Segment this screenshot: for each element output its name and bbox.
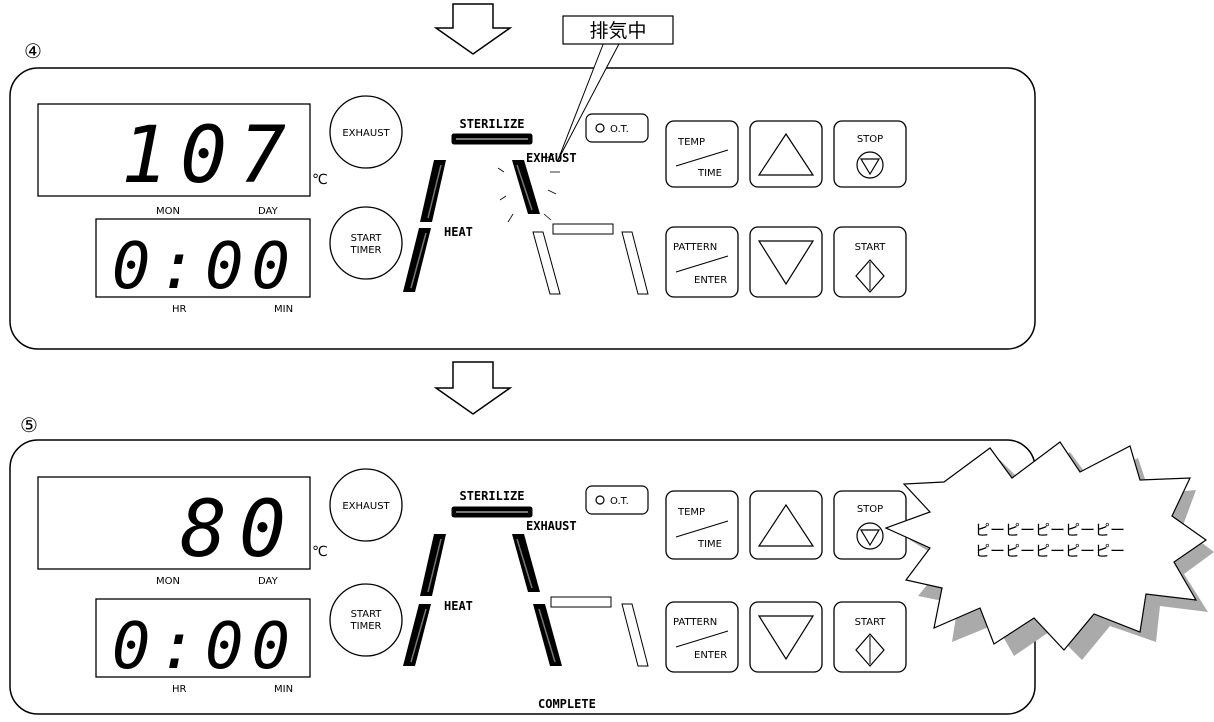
stop-triangle-icon	[859, 529, 881, 547]
complete-indicator-off	[550, 596, 612, 608]
beep-line-2: ピーピーピーピーピー	[975, 542, 1125, 560]
stop-label: STOP	[857, 134, 883, 145]
callout-box	[562, 15, 674, 45]
down-triangle-icon	[757, 240, 815, 286]
heat-indicator-upper	[420, 160, 446, 222]
date-label-day: DAY	[258, 576, 279, 587]
pattern-enter-label-bottom: ENTER	[694, 275, 727, 286]
start-timer-button[interactable]	[329, 583, 403, 657]
time-label-hr: HR	[172, 684, 187, 695]
temp-time-label-bottom: TIME	[697, 539, 722, 550]
complete-indicator-right-off	[621, 603, 649, 667]
exhaust-indicator-lower-off	[532, 231, 561, 295]
step-number: ⑤	[20, 413, 38, 437]
exhaust-button-label: EXHAUST	[342, 501, 390, 512]
timer-display	[95, 218, 311, 298]
step-5-panel: ⑤ 80 ℃ MON DAY 0:00 HR MIN EXHAUST START…	[9, 413, 1214, 715]
ot-label: O.T.	[610, 124, 629, 135]
beep-line-1: ピーピーピーピーピー	[975, 521, 1125, 539]
phase-label-sterilize: STERILIZE	[459, 489, 524, 503]
phase-label-heat: HEAT	[444, 225, 473, 239]
date-label-mon: MON	[156, 576, 180, 587]
ot-lamp-icon	[595, 495, 605, 505]
ot-indicator	[585, 113, 649, 143]
exhaust-button[interactable]	[329, 468, 403, 542]
temp-time-button[interactable]	[665, 490, 739, 560]
exhaust-indicator-upper	[512, 160, 540, 214]
exhaust-button-label: EXHAUST	[342, 128, 390, 139]
phase-label-sterilize: STERILIZE	[459, 117, 524, 131]
start-label: START	[855, 617, 887, 628]
heat-indicator-lower	[403, 604, 431, 666]
temperature-value: 80	[180, 485, 298, 575]
exhaust-indicator-upper	[512, 534, 540, 592]
start-label: START	[855, 242, 887, 253]
exhaust-button[interactable]	[329, 95, 403, 169]
date-label-mon: MON	[156, 206, 180, 217]
temperature-value: 107	[121, 111, 298, 201]
temperature-unit: ℃	[312, 544, 328, 560]
ot-indicator	[585, 485, 649, 515]
temp-time-label-bottom: TIME	[697, 168, 722, 179]
temperature-display	[37, 103, 311, 197]
ot-lamp-icon	[595, 123, 605, 133]
callout-text: 排気中	[589, 20, 646, 42]
timer-value: 0:00	[112, 230, 298, 304]
temperature-unit: ℃	[312, 172, 328, 188]
heat-indicator-lower	[403, 228, 431, 292]
pattern-enter-button[interactable]	[665, 226, 739, 298]
pattern-enter-label-bottom: ENTER	[694, 650, 727, 661]
start-timer-label-2: TIMER	[350, 245, 382, 256]
temp-time-button[interactable]	[665, 120, 739, 188]
down-arrow-icon	[433, 3, 513, 55]
time-label-min: MIN	[274, 304, 293, 315]
timer-display	[95, 598, 311, 678]
complete-indicator-off	[552, 223, 614, 235]
down-arrow-icon	[433, 361, 513, 415]
blink-rays	[497, 153, 560, 223]
callout-pointer	[557, 41, 621, 161]
phase-label-exhaust: EXHAUST	[526, 519, 577, 533]
pattern-enter-button[interactable]	[665, 601, 739, 673]
up-triangle-icon	[757, 132, 815, 176]
pattern-enter-label-top: PATTERN	[673, 617, 717, 628]
complete-indicator-right-off	[621, 231, 649, 295]
stop-label: STOP	[857, 504, 883, 515]
timer-value: 0:00	[112, 610, 298, 684]
phase-label-exhaust: EXHAUST	[526, 151, 577, 165]
temperature-display	[37, 476, 311, 570]
up-triangle-icon	[757, 503, 815, 547]
phase-label-heat: HEAT	[444, 599, 473, 613]
temp-time-label-top: TEMP	[677, 137, 705, 148]
start-timer-button[interactable]	[329, 206, 403, 280]
ot-label: O.T.	[610, 496, 629, 507]
temp-time-label-top: TEMP	[677, 507, 705, 518]
time-label-hr: HR	[172, 304, 187, 315]
date-label-day: DAY	[258, 206, 279, 217]
heat-indicator-upper	[420, 534, 446, 596]
down-triangle-icon	[757, 615, 815, 661]
start-timer-label-2: TIMER	[350, 621, 382, 632]
step-4-panel: ④ 排気中 107 ℃ MON DAY 0:00 HR MIN EXHAUST …	[9, 15, 1036, 350]
beep-burst	[884, 441, 1208, 651]
phase-label-complete: COMPLETE	[538, 697, 596, 711]
pattern-enter-label-top: PATTERN	[673, 242, 717, 253]
stop-triangle-icon	[859, 158, 881, 176]
start-timer-label-1: START	[351, 233, 383, 244]
start-timer-label-1: START	[351, 609, 383, 620]
time-label-min: MIN	[274, 684, 293, 695]
step-number: ④	[24, 39, 42, 63]
